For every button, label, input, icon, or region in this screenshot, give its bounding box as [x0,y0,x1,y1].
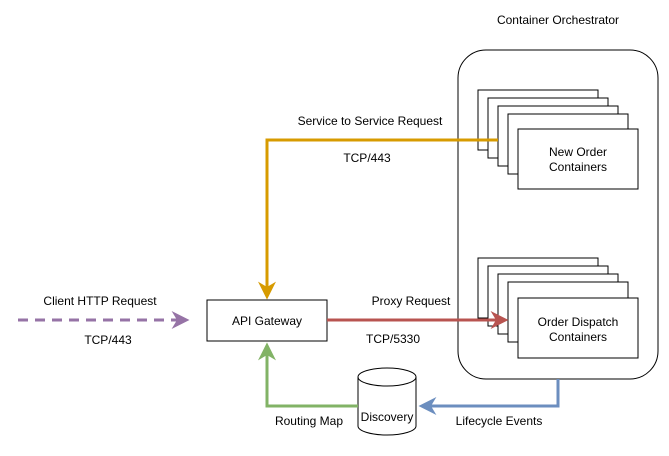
client-http-edge: Client HTTP Request TCP/443 [18,294,190,347]
discovery-database: Discovery [357,367,417,436]
client-http-label: Client HTTP Request [43,294,157,308]
proxy-port: TCP/5330 [366,332,420,346]
discovery-label: Discovery [361,410,414,424]
api-gateway: API Gateway [206,299,328,342]
api-gateway-label: API Gateway [232,314,302,328]
lifecycle-edge: Lifecycle Events [418,379,560,428]
order-dispatch-label-line2: Containers [549,330,607,344]
routing-map-edge: Routing Map [258,342,358,428]
order-dispatch-containers: Order Dispatch Containers [477,257,639,359]
proxy-label: Proxy Request [372,294,451,308]
service-to-service-port: TCP/443 [343,151,391,165]
lifecycle-label: Lifecycle Events [456,414,543,428]
proxy-edge: Proxy Request TCP/5330 [327,294,509,346]
orchestrator-title: Container Orchestrator [497,13,619,27]
service-to-service-label: Service to Service Request [298,114,443,128]
service-to-service-edge: Service to Service Request TCP/443 [258,114,498,300]
client-http-port: TCP/443 [84,333,132,347]
order-dispatch-label-line1: Order Dispatch [538,315,619,329]
routing-map-label: Routing Map [275,414,343,428]
new-order-label-line2: Containers [549,160,607,174]
new-order-label-line1: New Order [549,145,607,159]
